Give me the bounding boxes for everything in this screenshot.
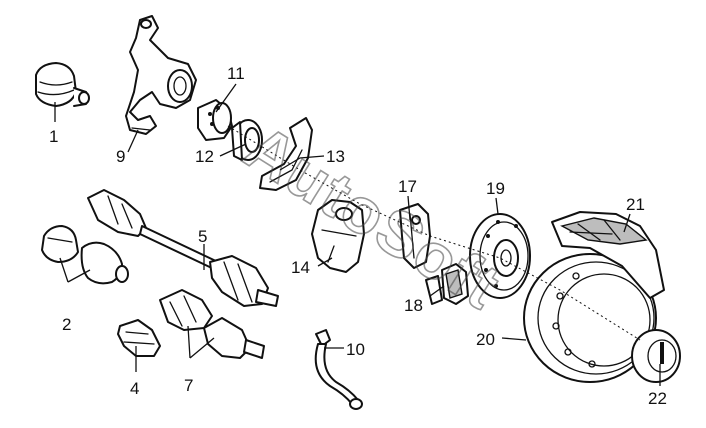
part-brake-pads: [425, 263, 469, 305]
callout-9: 9: [116, 147, 125, 166]
callout-14: 14: [291, 258, 310, 277]
part-tyre: [551, 211, 665, 299]
watermark: AutoSoft: [233, 111, 514, 324]
callout-4: 4: [130, 379, 139, 398]
part-splash-shield: [259, 117, 313, 191]
callout-20: 20: [476, 330, 495, 349]
callout-18: 18: [404, 296, 423, 315]
callout-2: 2: [62, 315, 71, 334]
part-boot-kit: [159, 289, 265, 359]
callout-13: 13: [326, 147, 345, 166]
part-brake-caliper: [311, 199, 365, 273]
part-caliper-bracket: [399, 203, 431, 269]
part-wheel-rim: [523, 253, 657, 383]
part-brake-disc: [469, 213, 531, 299]
callout-21: 21: [626, 195, 645, 214]
assembly-axis: [227, 125, 641, 341]
callout-5: 5: [198, 227, 207, 246]
part-cv-joint-inner: [41, 225, 129, 285]
callout-labels: 1 2 4 5 7 9 10 11 12 13 14 17 18 19 20 2…: [49, 64, 667, 408]
callout-17: 17: [398, 177, 417, 196]
part-drive-shaft: [87, 189, 279, 307]
part-cv-joint-housing: [35, 62, 90, 107]
callout-22: 22: [648, 389, 667, 408]
part-hub-cap: [631, 329, 681, 383]
callout-11: 11: [227, 64, 245, 83]
callout-12: 12: [195, 147, 214, 166]
callout-10: 10: [346, 340, 365, 359]
leader-lines: [54, 83, 661, 386]
callout-1: 1: [49, 127, 58, 146]
part-brake-hose: [314, 329, 363, 410]
part-hub-flange: [231, 119, 263, 161]
part-cv-boot: [117, 319, 161, 357]
callout-19: 19: [486, 179, 505, 198]
callout-7: 7: [184, 376, 193, 395]
part-steering-knuckle: [125, 15, 197, 135]
part-wheel-bearing: [197, 99, 233, 141]
